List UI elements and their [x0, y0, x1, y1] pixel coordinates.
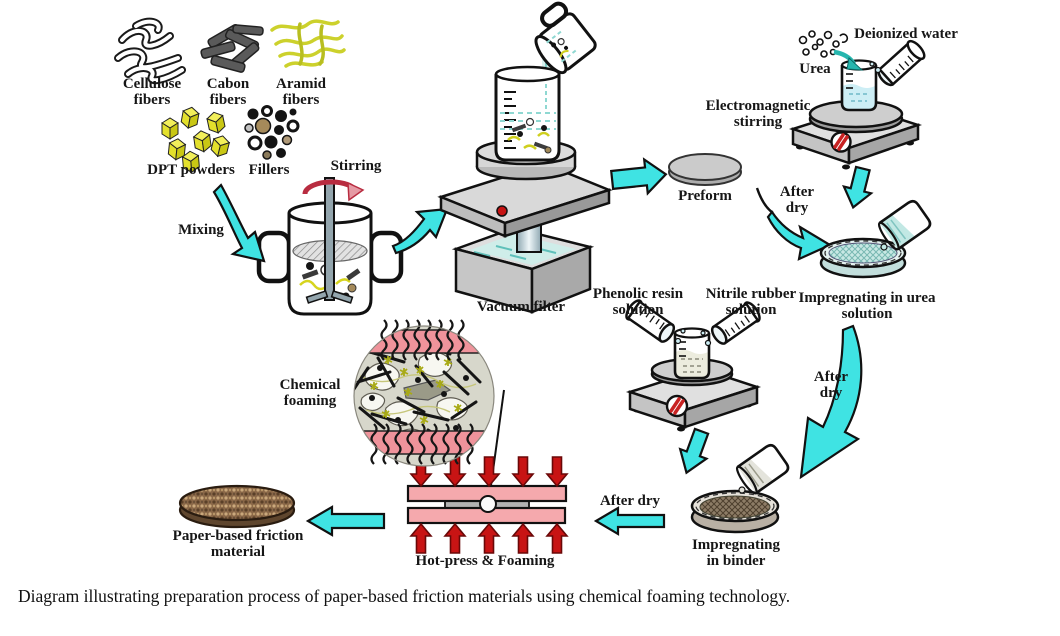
label-fillers: Fillers	[248, 162, 290, 178]
foaming-squiggles-bottom	[370, 423, 474, 465]
label-electromagnetic-stirring: Electromagnetic stirring	[705, 98, 811, 131]
preform-disc	[668, 153, 742, 186]
rotation-arrow-icon	[302, 179, 365, 202]
after-dry-left-arrow-icon	[593, 506, 666, 536]
to-product-arrow-icon	[305, 505, 386, 537]
phenolic-cylinder	[625, 299, 676, 343]
label-aramid-fibers: Aramid fibers	[276, 76, 326, 109]
label-impregnating-urea: Impregnating in urea solution	[798, 290, 936, 323]
label-carbon-fibers: Cabon fibers	[206, 76, 250, 109]
electromagnetic-stirrer	[789, 30, 926, 170]
label-impregnating-binder: Impregnating in binder	[691, 537, 781, 570]
binder-dish	[690, 489, 780, 534]
stirrer-knob	[665, 394, 689, 418]
figure-caption: Diagram illustrating preparation process…	[18, 586, 791, 606]
pouring-cup	[534, 1, 597, 75]
friction-material-disc	[178, 484, 296, 529]
dpt-powders-icon	[161, 106, 231, 174]
aramid-fibers-icon	[270, 19, 346, 68]
stirrer-down-arrow-icon	[842, 165, 874, 210]
carbon-fibers-icon	[200, 23, 264, 73]
stirrer-shaft	[324, 177, 335, 301]
label-preform: Preform	[678, 188, 732, 204]
label-nitrile-rubber: Nitrile rubber solution	[705, 286, 797, 319]
label-after-dry-2: After dry	[813, 369, 849, 402]
mixing-arrow-icon	[212, 183, 266, 263]
label-deionized-water: Deionized water	[854, 26, 958, 42]
label-hot-press: Hot-press & Foaming	[415, 553, 555, 569]
vacuum-filter-apparatus	[437, 1, 613, 314]
label-after-dry-1: After dry	[779, 184, 815, 217]
after-dry-swoosh-1-icon	[755, 187, 833, 261]
label-mixing: Mixing	[178, 222, 224, 238]
cellulose-fibers-icon	[114, 17, 186, 85]
urea-solution-dish	[819, 237, 907, 279]
label-cellulose-fibers: Cellulose fibers	[122, 76, 182, 109]
mixing-vessel	[256, 177, 404, 316]
deionized-water-cylinder	[877, 39, 926, 87]
process-diagram	[114, 1, 932, 554]
label-urea: Urea	[799, 61, 831, 77]
stirrer-knob	[830, 131, 852, 153]
label-phenolic-resin: Phenolic resin solution	[592, 286, 684, 319]
indicator-dot	[496, 205, 508, 217]
chemical-foaming-microstructure	[353, 319, 495, 467]
fillers-icon	[244, 105, 300, 160]
filter-beaker	[494, 65, 561, 162]
nitrile-cylinder	[710, 301, 761, 345]
label-stirring: Stirring	[330, 158, 382, 174]
urea-beaker	[840, 59, 878, 112]
press-arrows-bottom	[410, 523, 568, 554]
urea-pour-arrow-icon	[833, 49, 864, 71]
foaming-squiggles-top	[380, 319, 465, 361]
after-dry-swoosh-2-icon	[799, 324, 863, 480]
binder-beaker	[673, 327, 711, 380]
binder-pour-beaker	[735, 443, 790, 495]
to-preform-arrow-icon	[610, 157, 668, 196]
label-paper-based: Paper-based friction material	[172, 528, 304, 561]
to-filter-arrow-icon	[391, 207, 449, 255]
label-after-dry-3: After dry	[599, 493, 661, 509]
binder-down-arrow-icon	[678, 427, 710, 475]
label-vacuum-filter: Vacuum filter	[476, 299, 566, 315]
urea-pour-beaker	[877, 199, 932, 251]
label-chemical-foaming: Chemical foaming	[279, 377, 341, 410]
label-dpt-powders: DPT powders	[147, 162, 235, 178]
hot-press	[406, 389, 568, 554]
binder-stirrer	[625, 299, 762, 432]
